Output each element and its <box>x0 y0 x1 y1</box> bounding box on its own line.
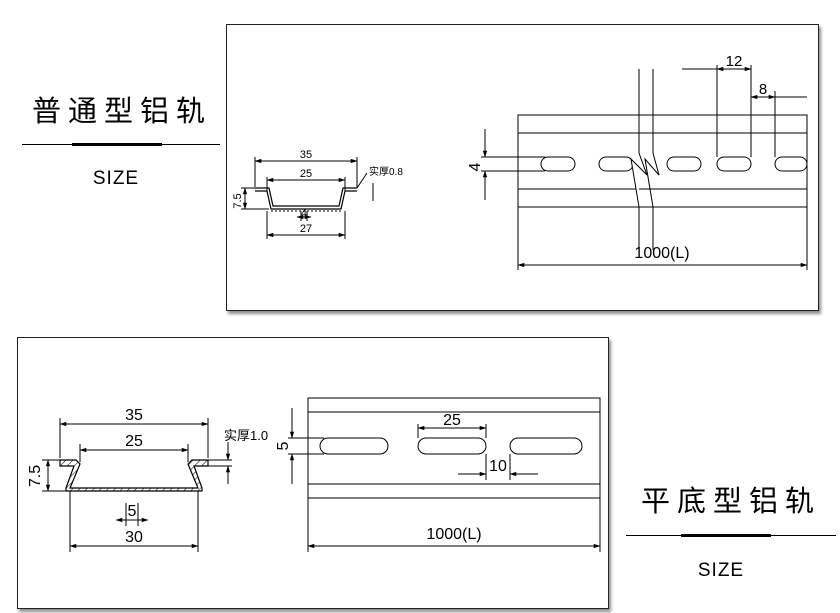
top-rail-spacing-12: 12 <box>726 53 743 70</box>
bottom-rail-view <box>288 397 601 552</box>
top-profile-dim-25: 25 <box>300 168 312 180</box>
top-rail-hole-height: 4 <box>467 162 484 171</box>
top-drawing: 35 25 7.5 4 27 实厚0.8 4 12 8 1000(L) <box>232 53 808 270</box>
bottom-size-block: SIZE <box>626 560 816 582</box>
top-drawing-panel: 35 25 7.5 4 27 实厚0.8 4 12 8 1000(L) <box>226 24 819 311</box>
bottom-drawing: 35 25 7.5 5 30 实厚1.0 5 25 10 1000(L) <box>27 397 601 552</box>
bottom-rail-spacing: 10 <box>489 458 507 475</box>
top-profile-dim-35: 35 <box>300 149 312 161</box>
bottom-profile-section <box>42 418 232 552</box>
bottom-profile-dim-35: 35 <box>125 407 143 424</box>
top-size-block: SIZE <box>22 168 210 190</box>
top-profile-section <box>241 157 374 239</box>
bottom-profile-dim-height: 7.5 <box>27 465 44 487</box>
bottom-profile-dim-25: 25 <box>125 433 143 450</box>
bottom-title-rule-accent <box>681 534 771 537</box>
bottom-rail-hole-length: 25 <box>443 412 461 429</box>
top-rail-length: 1000(L) <box>634 245 689 262</box>
top-size-label: SIZE <box>92 168 140 189</box>
top-title-block: 普通型铝轨 <box>22 88 222 130</box>
top-rail-view <box>481 65 808 270</box>
bottom-rail-hole-height: 5 <box>275 441 292 450</box>
top-title-rule-accent <box>72 143 162 146</box>
bottom-profile-dim-30: 30 <box>125 529 143 546</box>
top-profile-dim-slot: 4 <box>301 208 307 219</box>
top-rail-spacing-8: 8 <box>759 81 767 98</box>
bottom-profile-dim-slot: 5 <box>128 503 137 520</box>
bottom-title-block: 平底型铝轨 <box>626 478 836 520</box>
top-profile-dim-height: 7.5 <box>232 193 244 208</box>
bottom-title: 平底型铝轨 <box>640 484 821 518</box>
bottom-profile-thickness: 实厚1.0 <box>224 428 268 443</box>
bottom-rail-length: 1000(L) <box>426 526 481 543</box>
bottom-size-label: SIZE <box>697 560 745 581</box>
bottom-drawing-panel: 35 25 7.5 5 30 实厚1.0 5 25 10 1000(L) <box>17 337 609 609</box>
top-profile-thickness: 实厚0.8 <box>369 165 403 178</box>
top-title: 普通型铝轨 <box>31 94 212 128</box>
top-profile-dim-27: 27 <box>300 223 312 235</box>
